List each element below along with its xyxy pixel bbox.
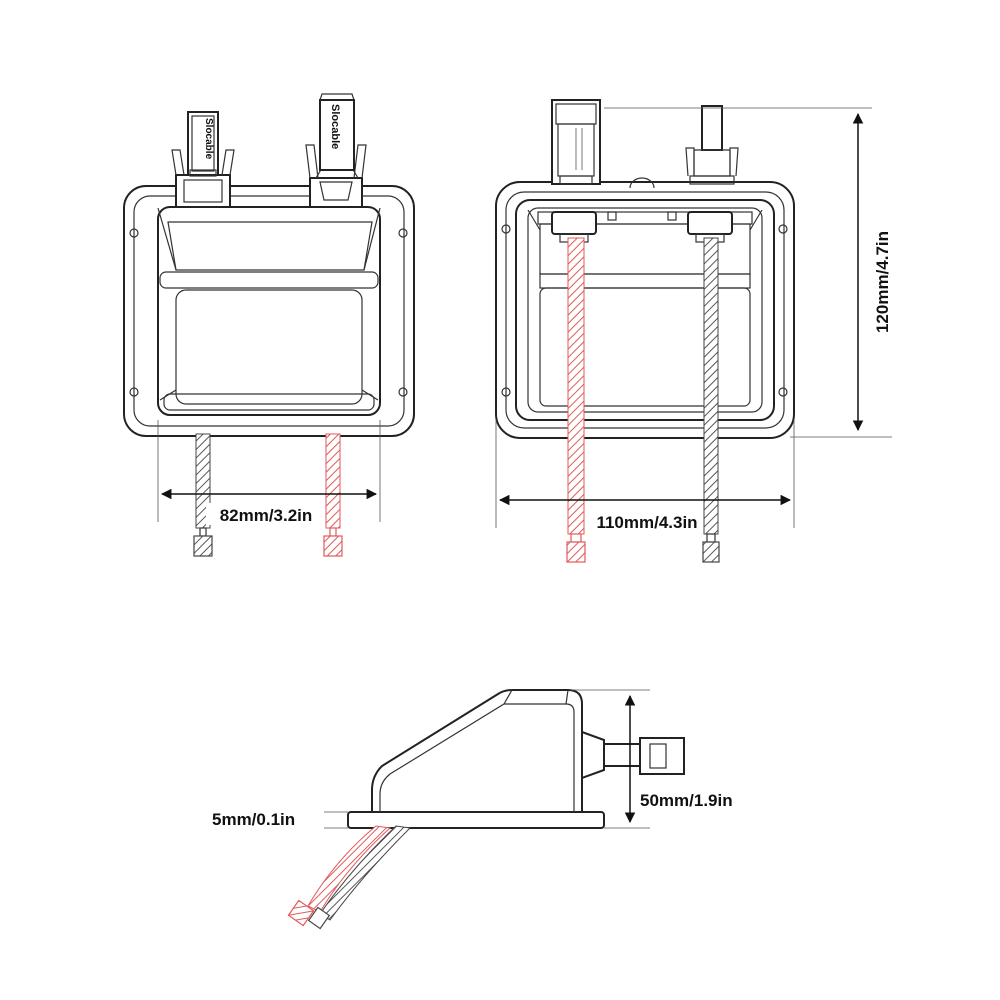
front-connector-right: Slocable: [305, 93, 367, 208]
side-cable-end-positive: [287, 899, 315, 927]
back-flange-inner: [505, 191, 785, 429]
front-connector-left: Slocable: [171, 111, 235, 208]
screw-hole: [398, 387, 408, 397]
side-view: 50mm/1.9in 5mm/0.1in: [212, 689, 733, 930]
back-connector-right: [685, 105, 739, 185]
front-view: Slocable Slocable 82mm/3.2in: [123, 93, 415, 557]
front-flange-plate: [123, 185, 415, 437]
side-base-plate: [347, 811, 605, 829]
back-connector-left: [551, 99, 601, 185]
back-cable-negative: [703, 237, 719, 535]
connector-brand-text: Slocable: [329, 104, 341, 149]
screw-hole: [129, 387, 139, 397]
side-base-label: 5mm/0.1in: [212, 810, 295, 829]
screw-hole: [398, 228, 408, 238]
front-cable-positive: [325, 433, 341, 529]
front-cable-end-positive: [323, 535, 343, 557]
back-height-label: 120mm/4.7in: [873, 231, 892, 333]
side-body-profile: [371, 689, 583, 813]
front-housing-outer: [157, 206, 381, 416]
back-housing-outer: [515, 199, 775, 421]
back-cable-end-negative: [702, 541, 720, 563]
back-housing-inner: [527, 207, 763, 413]
side-height-label: 50mm/1.9in: [640, 791, 733, 810]
screw-hole: [129, 228, 139, 238]
back-width-label: 110mm/4.3in: [596, 513, 697, 532]
front-cable-end-negative: [193, 535, 213, 557]
connector-brand-text: Slocable: [203, 118, 214, 160]
back-view: 110mm/4.3in 120mm/4.7in: [495, 99, 892, 563]
front-housing-inner: [175, 289, 363, 405]
front-width-label: 82mm/3.2in: [220, 506, 313, 525]
side-cable-positive: [307, 825, 392, 913]
front-housing-lip: [159, 271, 379, 289]
side-cable-end-negative: [307, 906, 331, 930]
front-flange-inner: [133, 195, 405, 427]
side-cable-negative: [319, 825, 412, 921]
back-cable-end-positive: [566, 541, 586, 563]
back-flange-plate: [495, 181, 795, 439]
side-connector: [581, 730, 685, 780]
back-cable-positive: [567, 237, 585, 535]
